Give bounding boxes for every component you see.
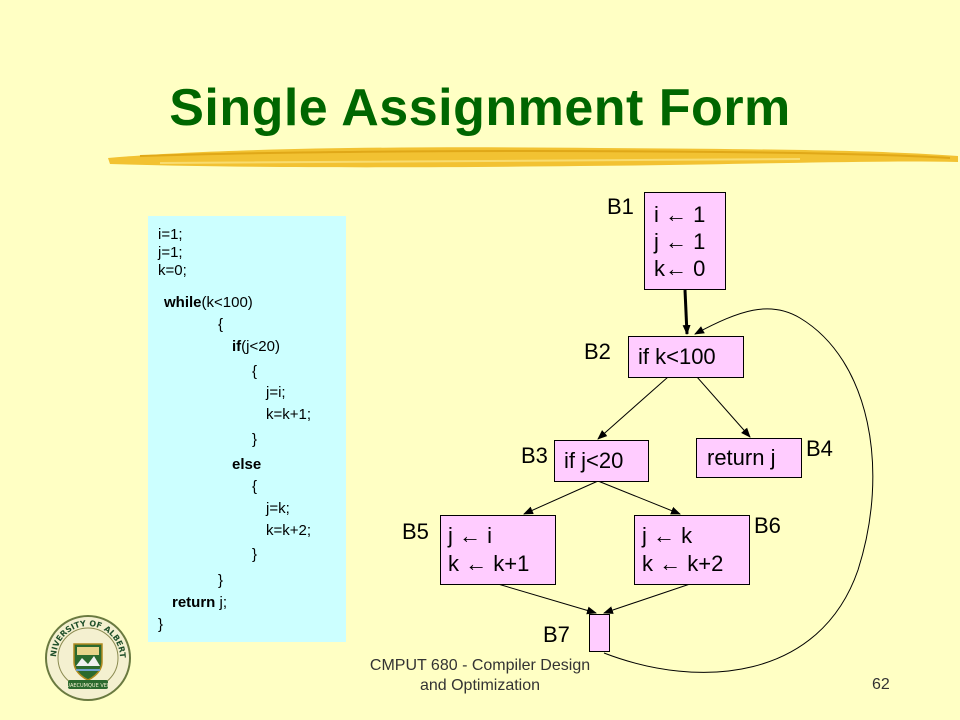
cfg-node-b4: return j	[696, 438, 802, 478]
code-line: k=k+2;	[266, 522, 311, 540]
footer-line-1: CMPUT 680 - Compiler Design	[369, 657, 591, 674]
cfg-node-b2-line: if k<100	[638, 344, 716, 369]
edge-b3-b6	[597, 480, 681, 515]
code-line: if(j<20)	[232, 338, 280, 356]
cfg-label-b7: B7	[543, 622, 570, 647]
code-text: k=0;	[158, 262, 187, 279]
code-line: }	[252, 546, 257, 564]
code-line: }	[252, 431, 257, 449]
code-text: }	[252, 546, 258, 563]
source-code-panel: i=1;j=1;k=0; while(k<100) { if(j<20) { j=i; k=…	[148, 216, 346, 642]
footer-line-2: and Optimization	[419, 677, 541, 694]
cfg-node-b1-line: j ← 1	[654, 229, 706, 254]
edge-b5-b7	[497, 583, 597, 615]
code-keyword: else	[232, 456, 262, 473]
cfg-label-b6: B6	[754, 513, 781, 538]
cfg-node-b7	[589, 614, 610, 652]
code-keyword: while	[164, 294, 202, 311]
code-line: j=i;	[266, 384, 286, 402]
code-line: {	[252, 478, 257, 496]
code-keyword: return	[172, 594, 216, 611]
cfg-node-b3: if j<20	[554, 440, 649, 482]
code-text: j=i;	[266, 384, 286, 401]
code-text: }	[218, 572, 224, 589]
code-text: j=1;	[158, 244, 183, 261]
cfg-label-b2: B2	[584, 339, 611, 364]
code-text: j;	[215, 594, 228, 611]
title-brush-underline	[108, 147, 958, 168]
cfg-node-b5: j ← i k ← k+1	[440, 515, 556, 585]
code-text: k=k+1;	[266, 406, 312, 423]
cfg-label-b1: B1	[607, 194, 634, 219]
code-line: {	[252, 363, 257, 381]
cfg-node-b6-line: k ← k+2	[642, 551, 724, 576]
code-text: }	[252, 431, 258, 448]
code-line: while(k<100)	[164, 294, 253, 312]
cfg-node-b6-line: j ← k	[642, 523, 693, 548]
cfg-label-b5: B5	[402, 519, 429, 544]
code-line: }	[158, 616, 163, 634]
code-text: k=k+2;	[266, 522, 312, 539]
slide-footer: CMPUT 680 - Compiler Design and Optimiza…	[340, 656, 620, 696]
university-crest-icon: UNIVERSITY OF ALBERTA QUAECUMQUE VERA	[44, 614, 131, 701]
cfg-label-b3: B3	[521, 443, 548, 468]
code-text: (j<20)	[241, 338, 280, 355]
code-line: k=0;	[158, 262, 187, 280]
edge-b1-b2	[682, 289, 691, 335]
code-line: }	[218, 572, 223, 590]
code-text: j=k;	[266, 500, 290, 517]
code-line: else	[232, 456, 261, 474]
edge-b7-b2-backedge	[603, 308, 874, 673]
crest-motto-text: QUAECUMQUE VERA	[62, 683, 114, 689]
code-text: {	[218, 316, 224, 333]
cfg-node-b5-line: j ← i	[448, 523, 492, 548]
cfg-node-b6: j ← k k ← k+2	[634, 515, 750, 585]
edge-b2-b4	[696, 376, 751, 438]
code-line: {	[218, 316, 223, 334]
code-text: (k<100)	[201, 294, 253, 311]
code-text: {	[252, 478, 258, 495]
edge-b3-b5	[523, 480, 599, 515]
cfg-node-b5-line: k ← k+1	[448, 551, 530, 576]
code-text: {	[252, 363, 258, 380]
code-text: i=1;	[158, 226, 183, 243]
code-line: i=1;	[158, 226, 183, 244]
cfg-node-b1: i ← 1 j ← 1 k← 0	[644, 192, 726, 290]
code-text: }	[158, 616, 164, 633]
edge-b6-b7	[603, 583, 691, 614]
code-line: return j;	[172, 594, 227, 612]
page-number: 62	[872, 676, 890, 693]
code-keyword: if	[232, 338, 242, 355]
code-line: k=k+1;	[266, 406, 311, 424]
code-line: j=1;	[158, 244, 183, 262]
cfg-node-b1-line: k← 0	[654, 256, 706, 281]
cfg-node-b3-line: if j<20	[564, 448, 624, 473]
cfg-node-b1-line: i ← 1	[654, 202, 706, 227]
slide-title: Single Assignment Form	[169, 79, 791, 137]
cfg-node-b4-line: return j	[707, 445, 776, 470]
cfg-node-b2: if k<100	[628, 336, 744, 378]
edge-b2-b3	[597, 376, 669, 440]
cfg-label-b4: B4	[806, 436, 833, 461]
code-line: j=k;	[266, 500, 290, 518]
